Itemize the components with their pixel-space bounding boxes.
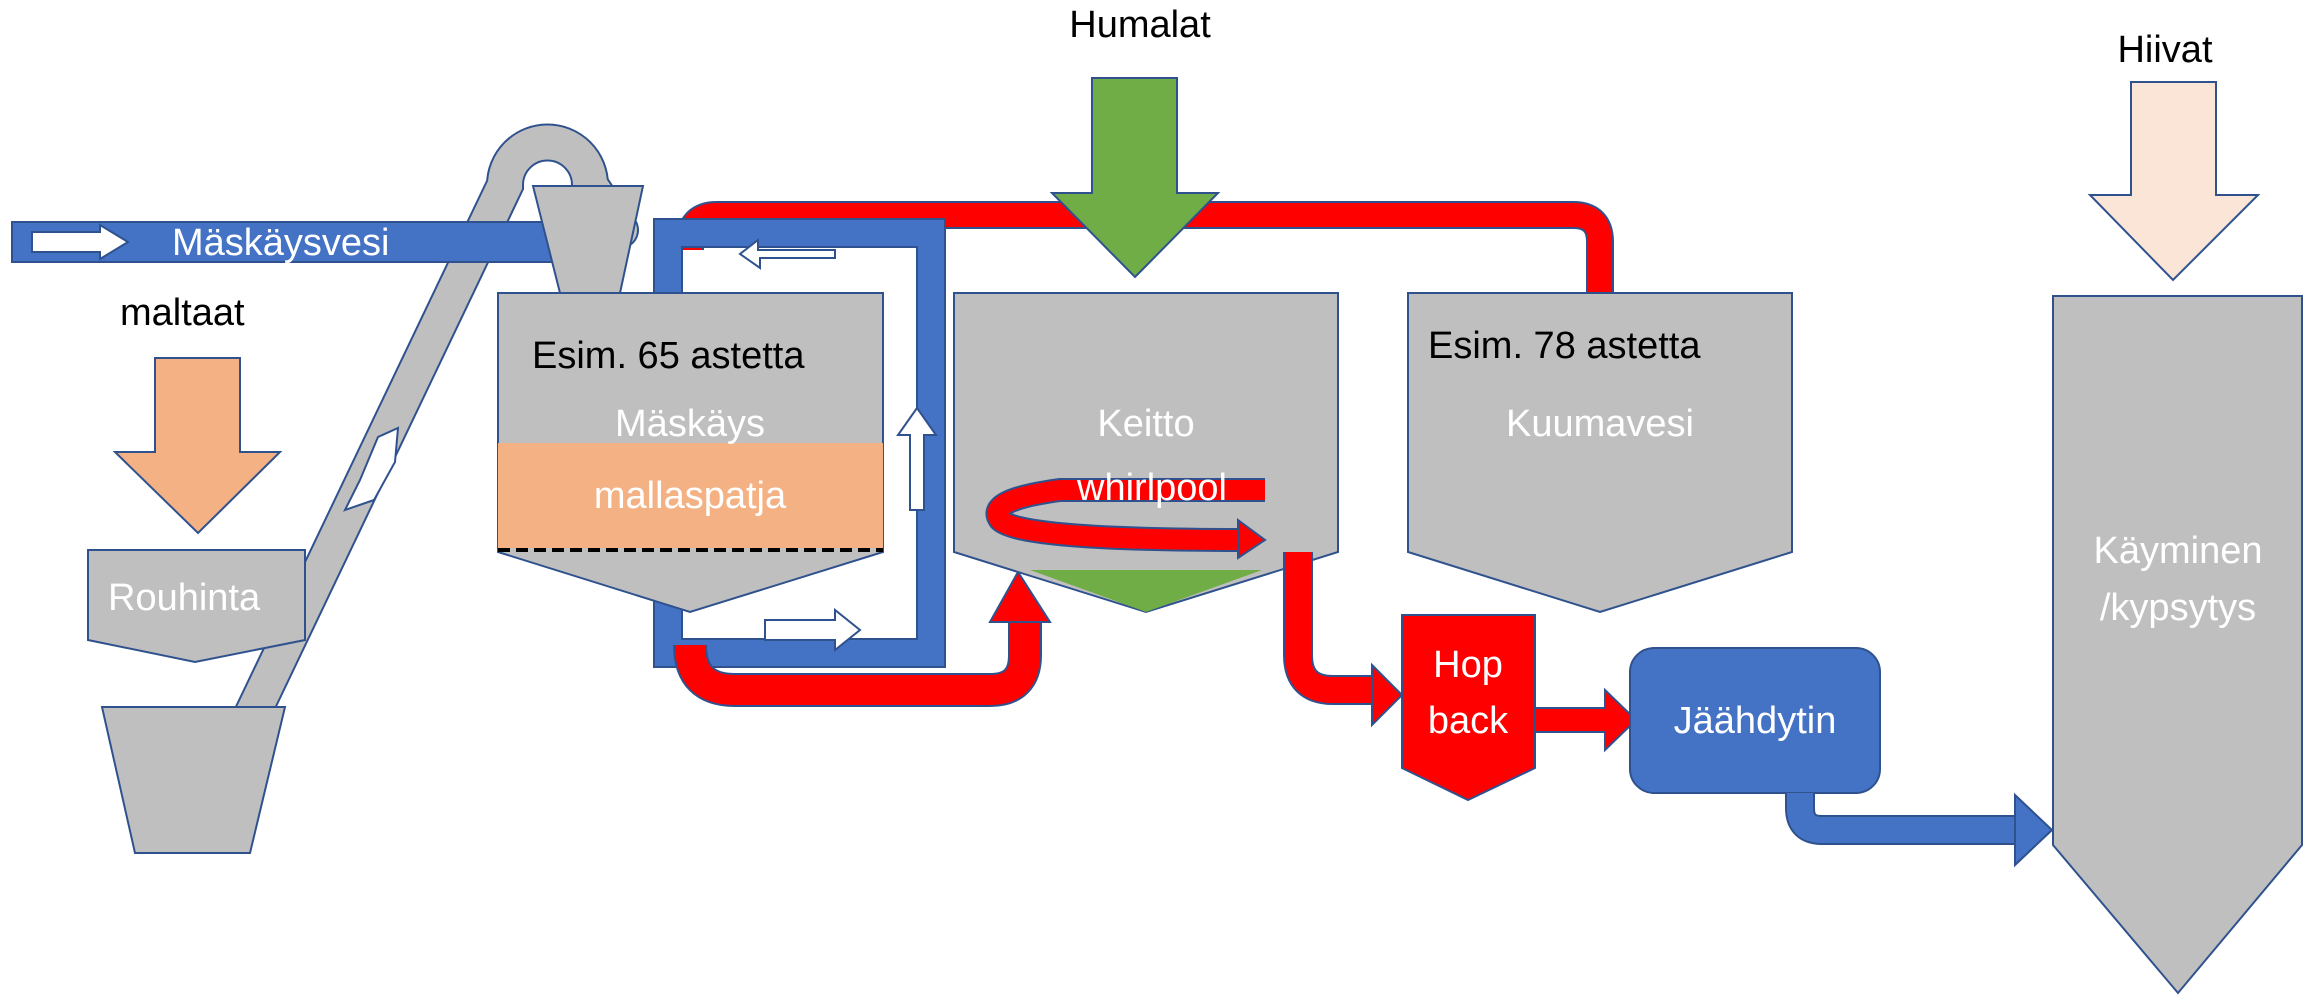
mallaspatja-label: mallaspatja — [594, 475, 787, 517]
grain-elevator — [221, 123, 639, 759]
kuumavesi-label: Kuumavesi — [1506, 403, 1694, 445]
whirlpool-label: whirlpool — [1076, 467, 1227, 509]
malt-arrow-icon — [112, 357, 283, 535]
mash-temp-label: Esim. 65 astetta — [532, 335, 805, 377]
loop-arrow-up-icon — [896, 406, 938, 511]
whirlpool-arrow-icon — [1237, 518, 1267, 560]
fermenter: Käyminen /kypsytys — [2052, 295, 2303, 995]
hot-liquor-tank: Esim. 78 astetta Kuumavesi — [1407, 292, 1793, 614]
hopback-arrow-icon — [1371, 662, 1404, 728]
rouhinta-label: Rouhinta — [108, 577, 261, 619]
kypsytys-label: /kypsytys — [2100, 587, 2256, 629]
maskaysvesi-label: Mäskäysvesi — [172, 222, 390, 264]
yeast-arrow-icon — [2087, 81, 2261, 282]
inlet-arrow-icon — [31, 223, 130, 261]
hop-back: Hop back — [1401, 614, 1536, 802]
fermenter-arrow-icon — [2014, 792, 2054, 868]
back-label: back — [1428, 700, 1509, 742]
hot-temp-label: Esim. 78 astetta — [1428, 325, 1701, 367]
mash-tun: Esim. 65 astetta Mäskäys mallaspatja — [497, 292, 884, 614]
mash-recirculation-loop — [653, 218, 946, 668]
loop-arrow-left-icon — [738, 237, 836, 270]
boil-kettle: Keitto whirlpool — [953, 292, 1339, 614]
grain-hopper — [100, 706, 287, 854]
kayminen-label: Käyminen — [2094, 530, 2263, 572]
hiivat-label: Hiivat — [2117, 29, 2212, 71]
loop-arrow-right-icon — [764, 607, 862, 653]
mill-vessel — [87, 549, 306, 664]
chiller: Jäähdytin — [1629, 647, 1881, 794]
jaahdytin-label: Jäähdytin — [1674, 700, 1837, 742]
maskays-label: Mäskäys — [615, 403, 765, 445]
hop-label: Hop — [1433, 644, 1503, 686]
wort-transfer-pipe — [673, 570, 1052, 707]
mash-hopper — [531, 185, 645, 294]
keitto-label: Keitto — [1097, 403, 1194, 445]
hops-arrow-icon — [1049, 77, 1221, 279]
humalat-label: Humalat — [1069, 4, 1211, 46]
maltaat-label: maltaat — [120, 292, 245, 334]
chiller-to-fermenter-pipe — [1785, 792, 2054, 868]
elevator-arrow-icon — [343, 426, 400, 512]
mash-water-inlet: Mäskäysvesi — [11, 221, 568, 264]
chiller-arrow-icon — [1534, 687, 1638, 753]
transfer-arrow-icon — [988, 570, 1052, 623]
kettle-to-hopback-pipe — [1283, 552, 1404, 728]
